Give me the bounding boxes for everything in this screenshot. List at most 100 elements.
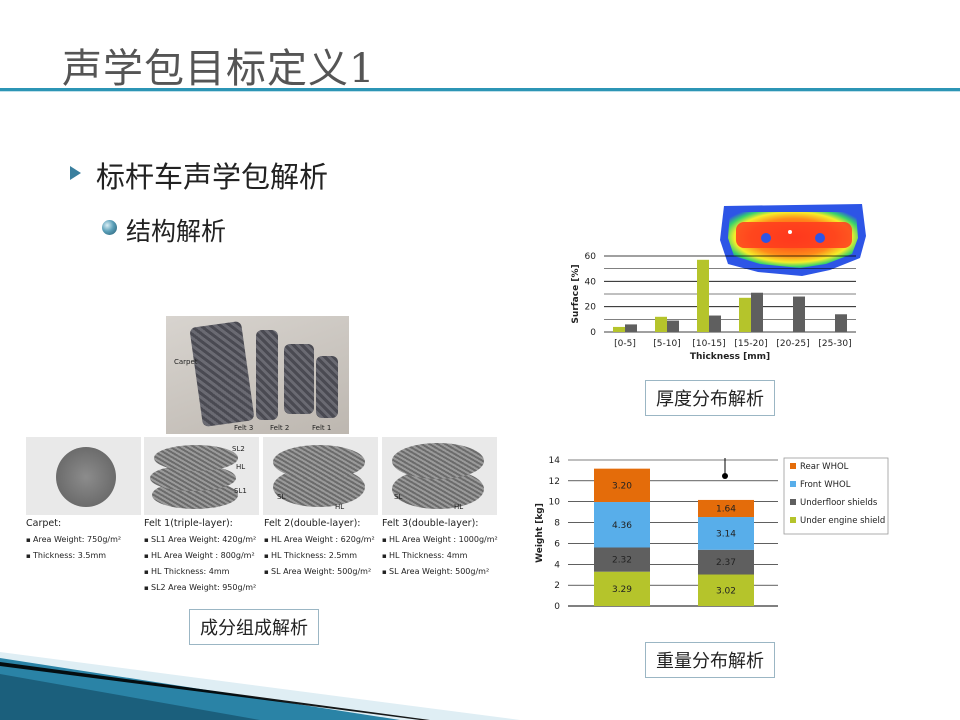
data-label: 3.14 [716,529,736,539]
x-tick-label: [25-30] [818,339,851,349]
bar [793,296,805,332]
felt2-sample-photo: SL HL [263,437,378,515]
data-label: 2.37 [716,558,736,568]
data-label: 3.29 [612,585,632,595]
list-item: HL Area Weight : 800g/m² [144,548,256,564]
felt2-piece [256,330,278,420]
x-tick-label: [0-5] [614,339,636,349]
felt-piece-rear [316,356,338,418]
bar [751,292,763,332]
label-sl2: SL2 [232,445,245,453]
label-hl: HL [335,503,345,511]
bar [709,315,721,332]
data-label: 4.36 [612,521,632,531]
corner-swoosh-decoration [0,652,520,720]
y-tick-label: 0 [590,328,596,338]
label-felt3: Felt 3 [234,424,254,432]
data-label: 3.20 [612,481,632,491]
list-item: Thickness: 3.5mm [26,548,121,564]
list-item: SL1 Area Weight: 420g/m² [144,532,256,548]
legend-label: Front WHOL [800,480,851,490]
list-item: HL Area Weight : 1000g/m² [382,532,498,548]
thickness-chart: 0 20 40 60 [0-5] [5-10] [10-15] [15-20] [20-25] [… [571,252,856,362]
list-item: SL Area Weight: 500g/m² [264,564,375,580]
stack-segment [594,502,650,548]
y-tick-label: 8 [554,519,560,529]
title-divider [0,88,960,91]
list-item: SL2 Area Weight: 950g/m² [144,580,256,596]
material-list-felt1: SL1 Area Weight: 420g/m² HL Area Weight … [144,532,256,596]
label-sl: SL [277,493,286,501]
label-sl: SL [394,493,403,501]
y-tick-label: 10 [549,498,561,508]
bullet-level2: 结构解析 [126,217,227,246]
bar [739,297,751,332]
label-hl: HL [236,463,246,471]
felt1-piece [284,344,314,414]
legend-swatch [790,463,796,469]
material-list-felt3: HL Area Weight : 1000g/m² HL Thickness: … [382,532,498,580]
y-tick-label: 14 [549,456,561,466]
y-tick-label: 6 [554,539,560,549]
data-label: 3.02 [716,586,736,596]
bullet-level1: 标杆车声学包解析 [96,160,329,194]
material-list-felt2: HL Area Weight : 620g/m² HL Thickness: 2… [264,532,375,580]
material-title: Felt 2(double-layer): [264,518,361,529]
label-felt1: Felt 1 [312,424,332,432]
material-title: Carpet: [26,518,62,529]
felt2-layer-top [273,445,365,479]
stack-segment [594,468,650,503]
caption-thickness: 厚度分布解析 [645,380,775,416]
y-tick-label: 40 [585,277,597,287]
stack-segment [698,517,754,550]
label-sl1: SL1 [234,487,247,495]
material-list-carpet: Area Weight: 750g/m² Thickness: 3.5mm [26,532,121,564]
felt3-sample-photo: SL HL [382,437,497,515]
marker-dot [722,473,728,479]
list-item: HL Thickness: 4mm [382,548,498,564]
triangle-bullet-icon [70,166,81,180]
felt1-layer-top [154,445,238,471]
legend-swatch [790,499,796,505]
bar [835,314,847,332]
legend-swatch [790,517,796,523]
bar [655,316,667,332]
stack-segment [698,549,754,575]
legend-label: Rear WHOL [800,462,849,472]
legend-swatch [790,481,796,487]
y-tick-label: 12 [549,477,560,487]
stack-segment [594,571,650,606]
y-tick-label: 2 [554,581,560,591]
sphere-bullet-icon [102,220,117,235]
weight-chart: 024681012143.292.324.363.203.022.373.141… [535,456,889,612]
x-tick-label: [20-25] [776,339,809,349]
y-tick-label: 0 [554,602,560,612]
carpet-sample-photo [26,437,141,515]
x-tick-label: [5-10] [653,339,680,349]
data-label: 2.32 [612,556,632,566]
bar [667,320,679,332]
felt1-sample-photo: SL2 HL SL1 [144,437,259,515]
y-tick-label: 60 [585,252,597,262]
x-tick-label: [10-15] [692,339,725,349]
legend-label: Underfloor shields [800,498,878,508]
title-divider-shadow [0,91,960,92]
data-label: 1.64 [716,504,736,514]
label-hl: HL [454,503,464,511]
list-item: HL Thickness: 2.5mm [264,548,375,564]
material-title: Felt 1(triple-layer): [144,518,233,529]
list-item: HL Thickness: 4mm [144,564,256,580]
y-tick-label: 20 [585,303,597,313]
label-carpet: Carpet [174,358,198,366]
thickness-heatmap-image [720,204,866,276]
material-title: Felt 3(double-layer): [382,518,479,529]
x-tick-label: [15-20] [734,339,767,349]
list-item: HL Area Weight : 620g/m² [264,532,375,548]
x-axis-title: Thickness [mm] [690,352,770,362]
label-felt2: Felt 2 [270,424,290,432]
caption-weight: 重量分布解析 [645,642,775,678]
stack-segment [594,547,650,572]
felt3-piece [189,320,255,428]
stack-segment [698,499,754,518]
slide-title: 声学包目标定义1 [62,46,376,92]
